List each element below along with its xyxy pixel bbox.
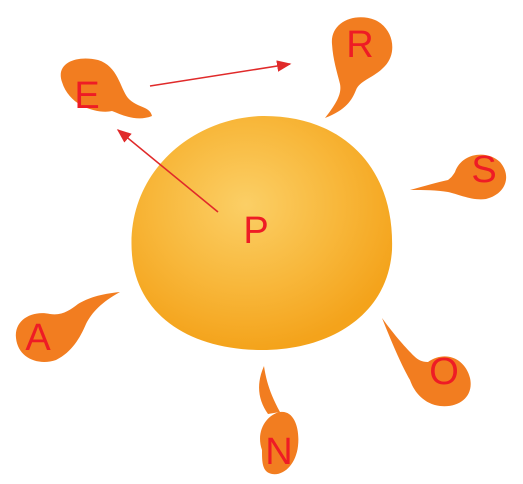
petal-r xyxy=(325,17,393,118)
arrow-p-to-e xyxy=(116,129,219,213)
petal-e xyxy=(60,58,152,119)
petal-o xyxy=(382,318,471,407)
petal-s xyxy=(410,154,507,200)
arrow-e-to-r xyxy=(149,60,292,87)
petal-n xyxy=(259,366,299,475)
petal-letter-n: N xyxy=(265,431,292,473)
petal-letter-o: O xyxy=(429,351,459,393)
petal-a xyxy=(15,292,120,362)
center-letter: P xyxy=(243,210,268,252)
sun-body xyxy=(131,115,393,350)
petal-letter-a: A xyxy=(25,317,51,359)
petal-letter-r: R xyxy=(346,24,373,66)
petal-letter-e: E xyxy=(74,75,99,117)
petal-letter-s: S xyxy=(471,149,496,191)
